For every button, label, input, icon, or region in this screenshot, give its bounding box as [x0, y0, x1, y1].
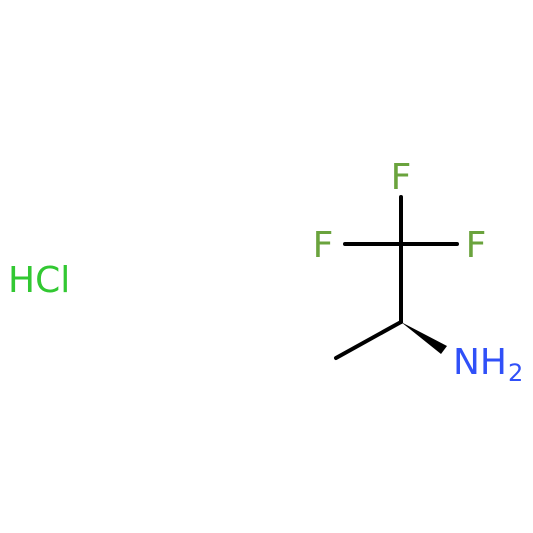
- fluorine-top-label: F: [391, 157, 412, 198]
- wedge-bond-to-amine: [401, 322, 447, 354]
- hcl-salt-label: HCl: [8, 260, 70, 301]
- bond-chiral-carbon-to-methyl: [334, 320, 403, 360]
- amine-subscript-label: 2: [508, 359, 523, 387]
- fluorine-left-label: F: [313, 225, 334, 266]
- fluorine-right-label: F: [466, 225, 487, 266]
- amine-group-label: NH 2: [453, 342, 523, 387]
- bonds: [334, 195, 459, 360]
- amine-nh-label: NH: [453, 342, 507, 383]
